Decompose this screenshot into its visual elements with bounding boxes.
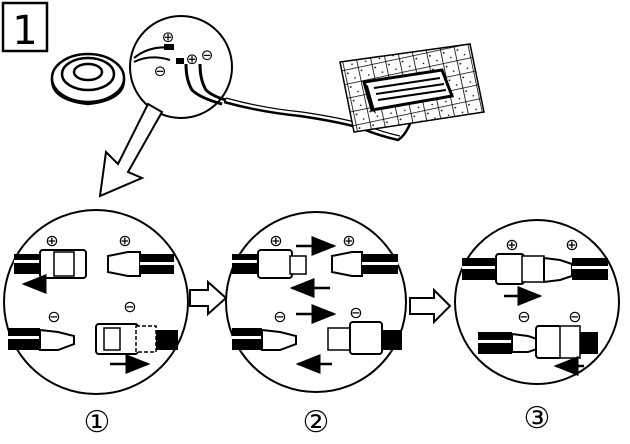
detail-circle-1: ⊕ ⊕ ⊖ ⊖ <box>3 209 189 395</box>
sequence-arrow <box>189 279 228 317</box>
negative-symbol: ⊖ <box>47 307 60 326</box>
positive-symbol: ⊕ <box>162 28 175 46</box>
positive-symbol: ⊕ <box>342 231 355 250</box>
negative-symbol: ⊖ <box>273 307 286 326</box>
positive-symbol: ⊕ <box>269 231 282 250</box>
horn-speaker <box>50 52 126 106</box>
negative-symbol: ⊖ <box>568 307 581 326</box>
sub-step-label-3: ③ <box>524 401 551 436</box>
terminal-detail-circle: ⊕ ⊖ ⊕ ⊖ <box>129 15 233 119</box>
negative-symbol: ⊖ <box>517 307 530 326</box>
sub-step-label-2: ② <box>303 405 330 440</box>
positive-symbol: ⊕ <box>186 50 199 68</box>
floor-grid-unit <box>339 43 485 133</box>
positive-symbol: ⊕ <box>565 235 578 254</box>
sequence-arrow <box>409 287 452 325</box>
negative-symbol: ⊖ <box>123 297 136 316</box>
positive-symbol: ⊕ <box>505 235 518 254</box>
detail-circle-3: ⊕ ⊕ ⊖ ⊖ <box>454 219 620 385</box>
negative-symbol: ⊖ <box>154 62 167 80</box>
positive-symbol: ⊕ <box>45 231 58 250</box>
step-number-label: 1 <box>12 8 37 54</box>
positive-symbol: ⊕ <box>118 231 131 250</box>
step-number-box: 1 <box>1 1 49 54</box>
zoom-pointer-arrow <box>98 102 164 198</box>
negative-symbol: ⊖ <box>201 46 214 64</box>
negative-symbol: ⊖ <box>349 303 362 322</box>
sub-step-label-1: ① <box>84 405 111 440</box>
detail-circle-2: ⊕ ⊕ ⊖ ⊖ <box>225 211 407 393</box>
